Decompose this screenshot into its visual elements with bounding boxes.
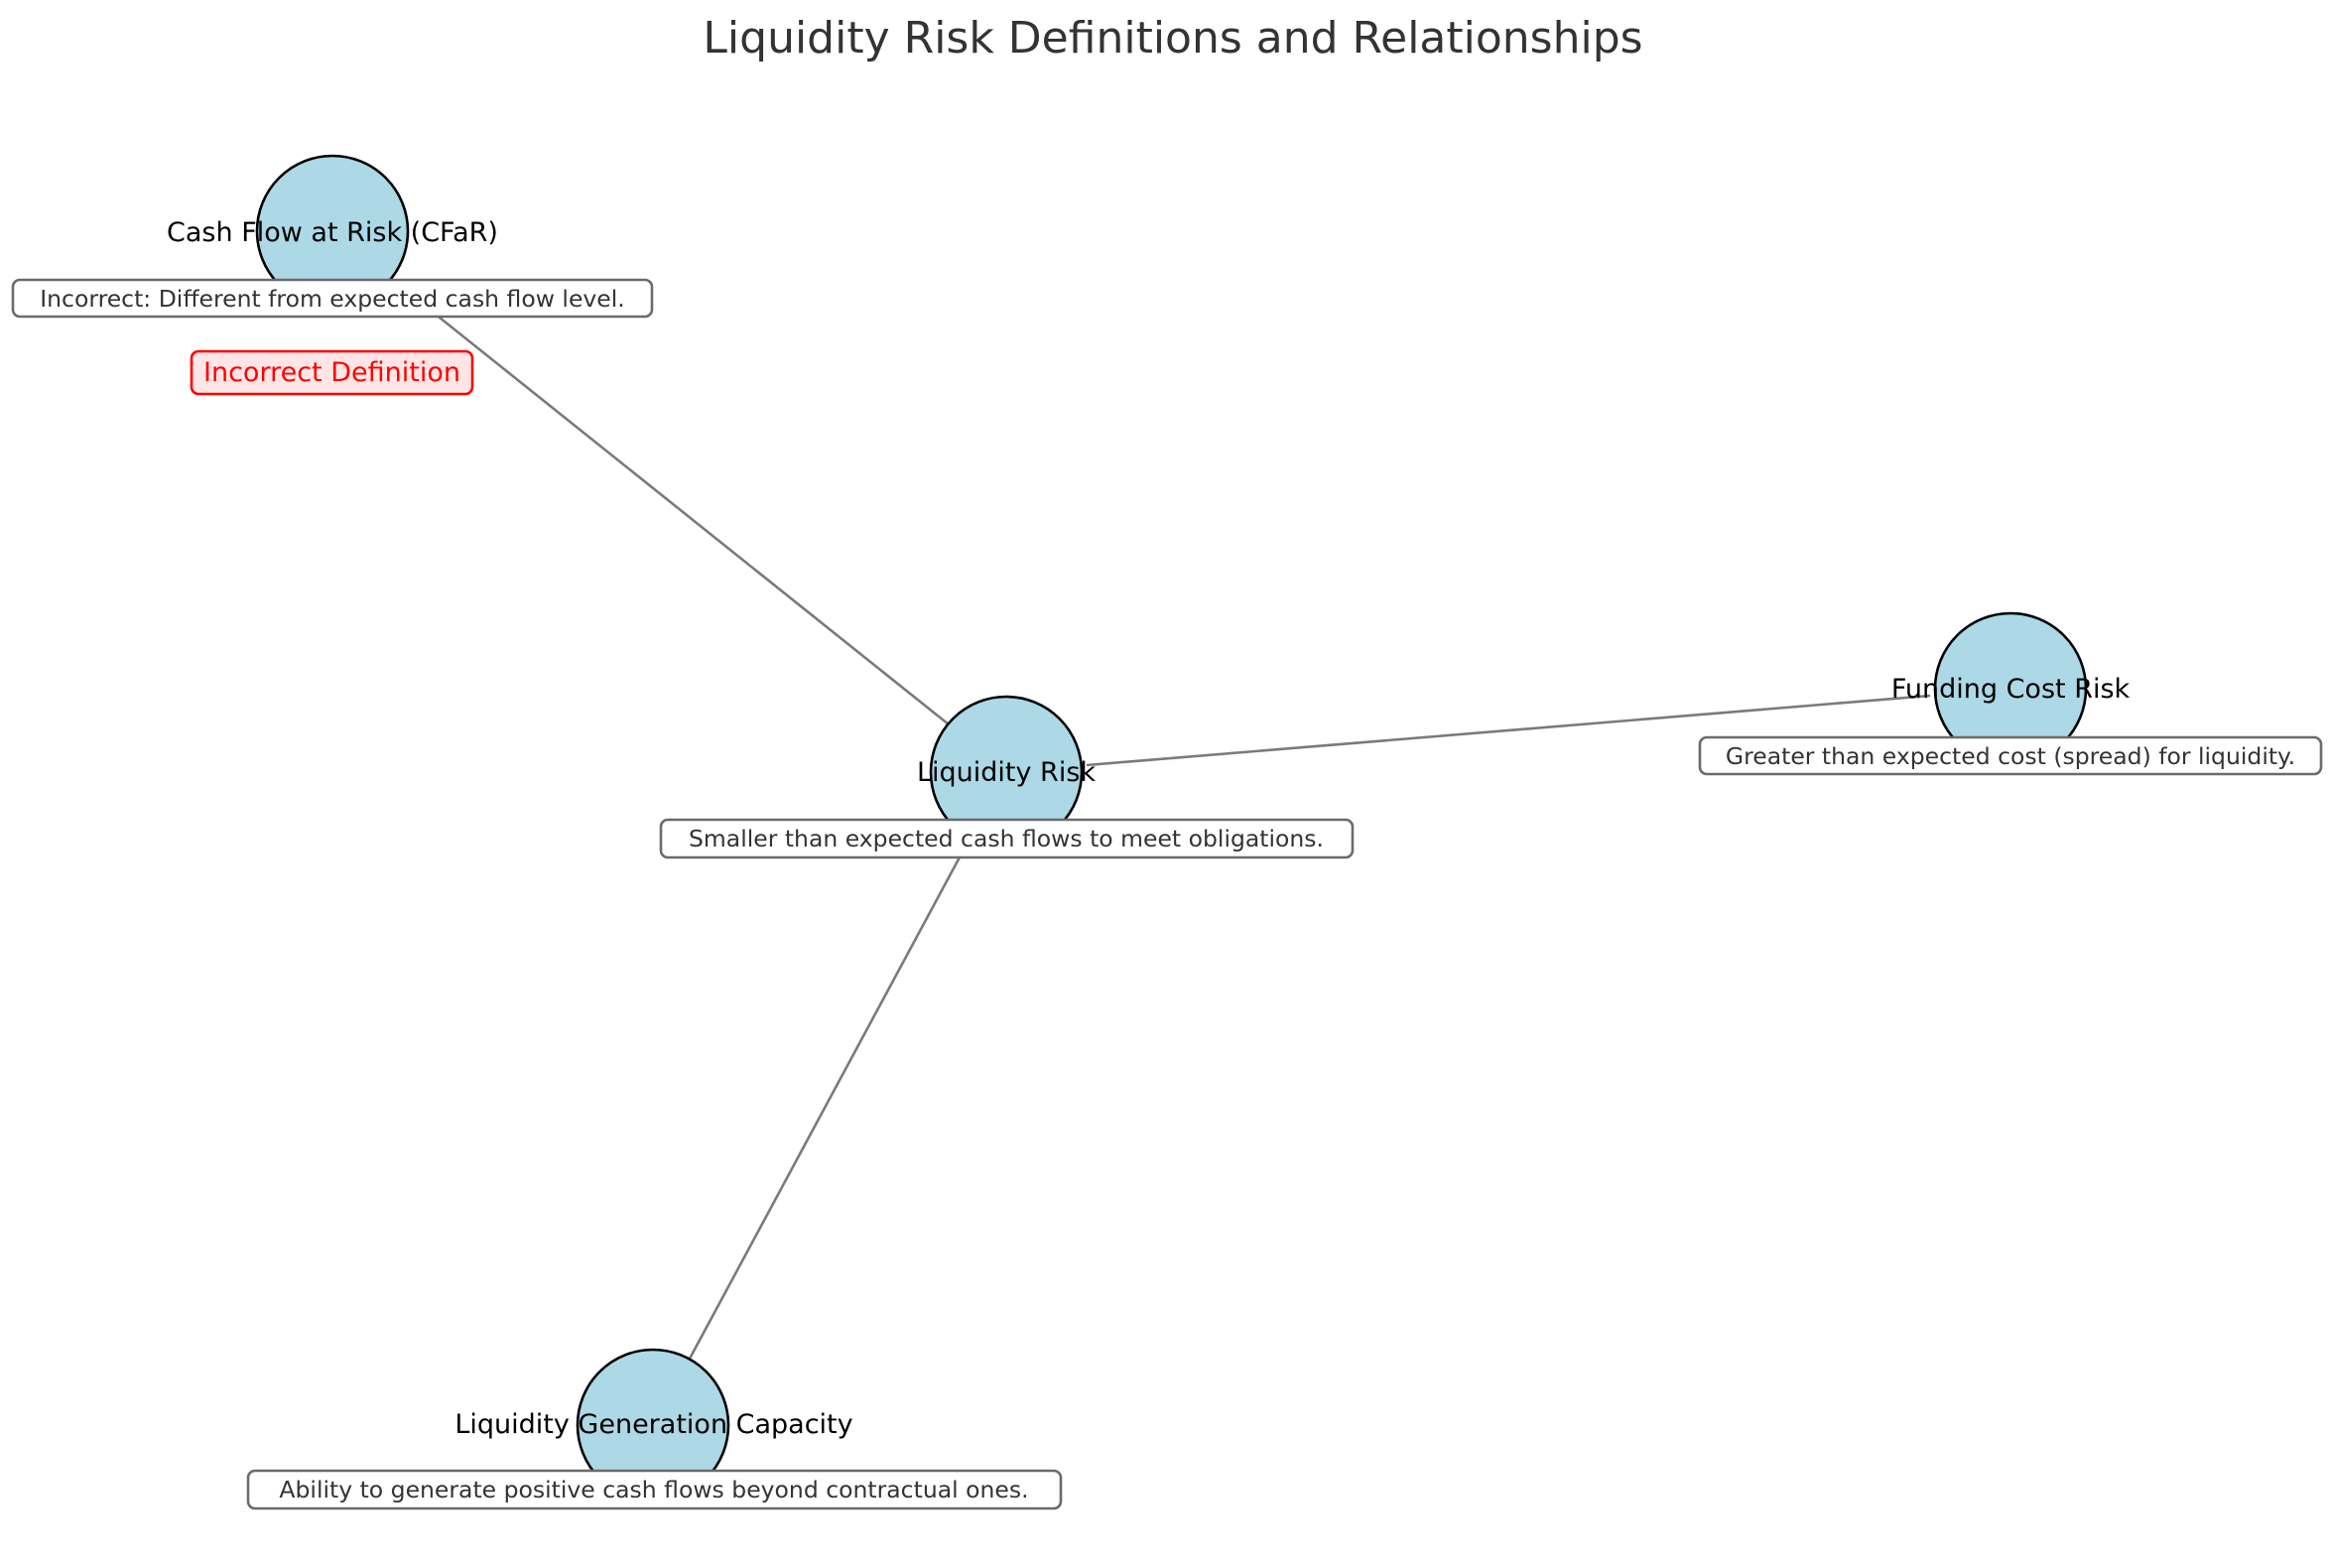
node-cfar: Cash Flow at Risk (CFaR) Incorrect: Diff… (11, 154, 654, 396)
node-liquidity-generation-capacity-label: Liquidity Generation Capacity (454, 1409, 852, 1440)
incorrect-flag-label: Incorrect Definition (203, 357, 460, 388)
edge-liquidity-risk-cfar (434, 312, 950, 726)
node-liquidity-generation-capacity: Liquidity Generation Capacity Ability to… (246, 1348, 1063, 1510)
node-liquidity-generation-capacity-description: Ability to generate positive cash flows … (279, 1476, 1028, 1503)
edge-liquidity-risk-liquidity-generation-capacity (688, 854, 963, 1360)
node-liquidity-risk-description-box (659, 818, 1355, 859)
node-cfar-description: Incorrect: Different from expected cash … (40, 285, 625, 313)
node-liquidity-risk-description: Smaller than expected cash flows to meet… (689, 825, 1324, 852)
incorrect-flag-box (190, 349, 474, 396)
node-funding-cost-risk-label: Funding Cost Risk (1891, 674, 2131, 705)
node-cfar-label: Cash Flow at Risk (CFaR) (167, 217, 498, 248)
node-funding-cost-risk: Funding Cost Risk Greater than expected … (1698, 611, 2323, 776)
node-liquidity-risk-label: Liquidity Risk (917, 757, 1096, 788)
node-funding-cost-risk-description: Greater than expected cost (spread) for … (1726, 742, 2295, 770)
node-liquidity-generation-capacity-description-box (246, 1469, 1063, 1510)
diagram-title: Liquidity Risk Definitions and Relations… (703, 13, 1642, 64)
node-funding-cost-risk-description-box (1698, 735, 2323, 776)
node-cfar-description-box (11, 278, 654, 319)
edge-liquidity-risk-funding-cost-risk (1086, 694, 1931, 767)
node-liquidity-risk: Liquidity Risk Smaller than expected cas… (659, 695, 1355, 859)
